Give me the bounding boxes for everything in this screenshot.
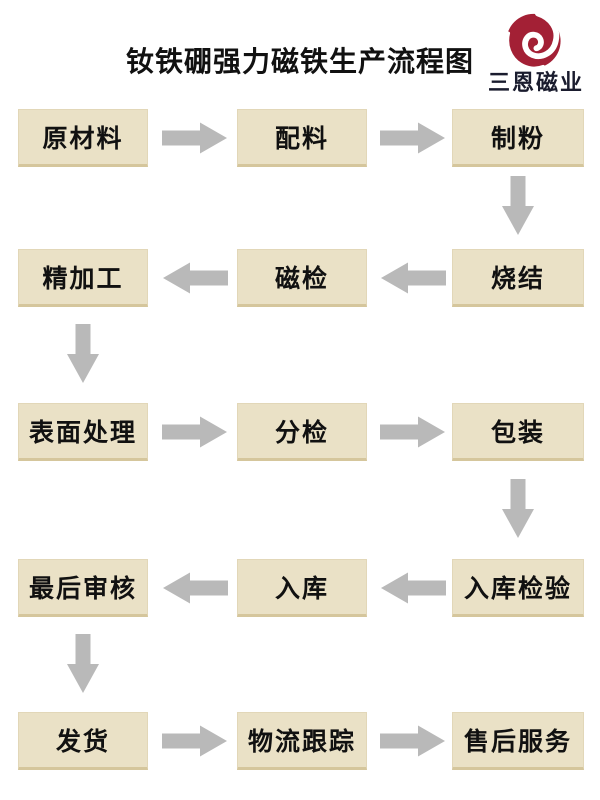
company-logo: 三恩磁业 [478,10,594,96]
arrow-down-icon [502,479,534,538]
arrow-left-icon [163,572,228,604]
arrow-right-icon [162,416,227,448]
flow-step-packaging: 包装 [452,403,584,461]
arrow-right-icon [380,122,445,154]
logo-swirl-icon [505,12,561,70]
flow-step-shipping: 发货 [18,712,148,770]
arrow-right-icon [380,416,445,448]
flow-step-after-sales-service: 售后服务 [452,712,584,770]
flow-step-surface-treatment: 表面处理 [18,403,148,461]
arrow-left-icon [163,262,228,294]
flow-step-sintering: 烧结 [452,249,584,307]
arrow-down-icon [67,634,99,693]
flow-step-raw-materials: 原材料 [18,109,148,167]
flow-step-sorting-inspection: 分检 [237,403,367,461]
arrow-left-icon [381,262,446,294]
arrow-right-icon [380,725,445,757]
flow-step-powder-making: 制粉 [452,109,584,167]
logo-company-name: 三恩磁业 [487,71,584,96]
flow-step-warehouse-inspection: 入库检验 [452,559,584,617]
arrow-left-icon [381,572,446,604]
arrow-down-icon [67,324,99,383]
arrow-right-icon [162,725,227,757]
arrow-right-icon [162,122,227,154]
flow-step-magnetic-inspection: 磁检 [237,249,367,307]
flow-step-warehousing: 入库 [237,559,367,617]
flow-step-final-review: 最后审核 [18,559,148,617]
flow-step-batching: 配料 [237,109,367,167]
flow-step-logistics-tracking: 物流跟踪 [237,712,367,770]
page-title: 钕铁硼强力磁铁生产流程图 [125,45,474,78]
flow-step-precision-machining: 精加工 [18,249,148,307]
arrow-down-icon [502,176,534,235]
